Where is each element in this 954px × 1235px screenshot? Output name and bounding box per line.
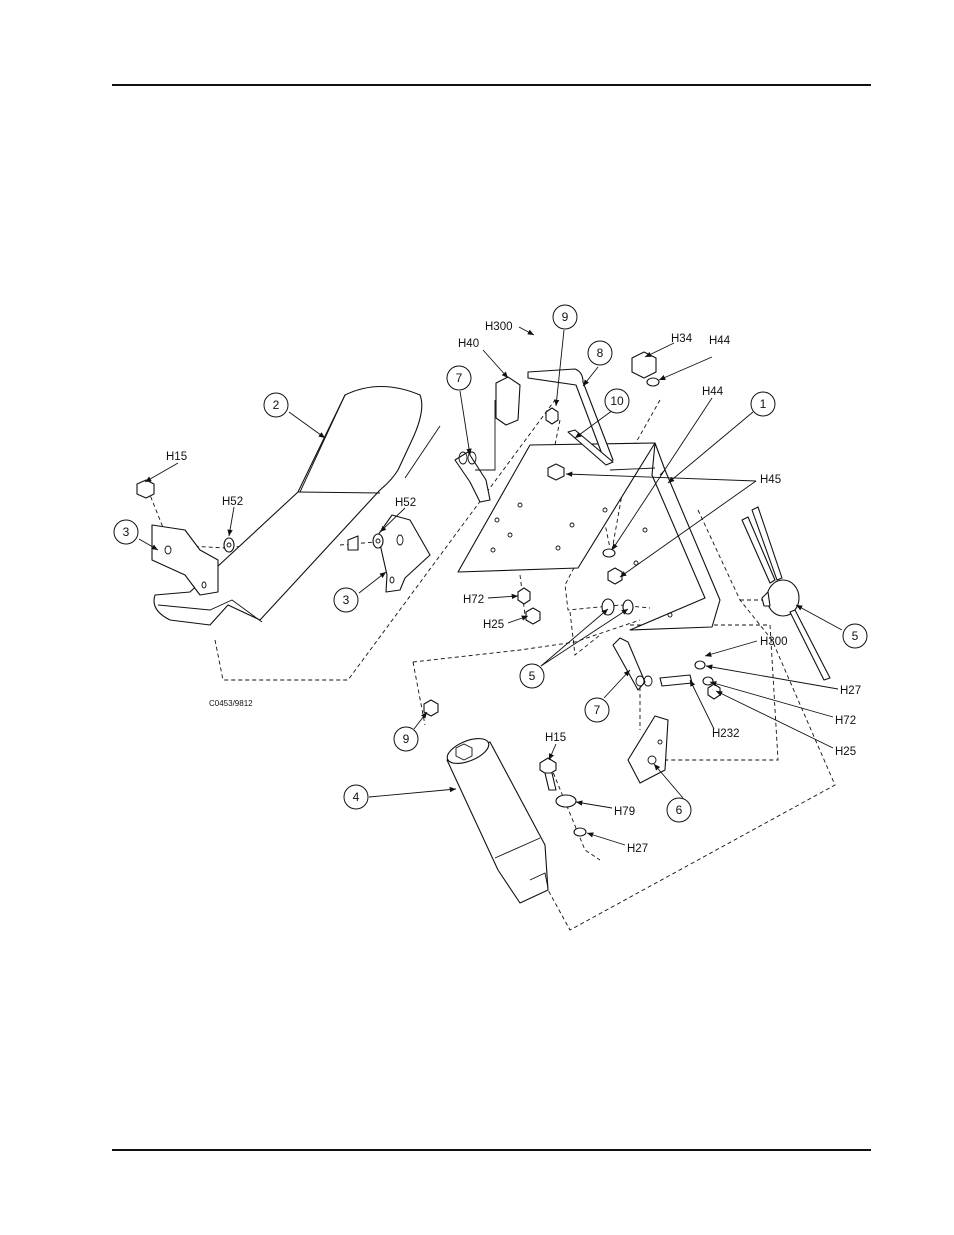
label-h300-right: H300 bbox=[760, 636, 788, 648]
item-number-2: 2 bbox=[273, 398, 280, 412]
switch-part-5 bbox=[741, 506, 831, 681]
item-number-10: 10 bbox=[610, 394, 624, 408]
label-h27-right: H27 bbox=[840, 685, 861, 697]
item-number-3-right: 3 bbox=[343, 593, 350, 607]
item-number-7-lower: 7 bbox=[594, 703, 601, 717]
label-h34: H34 bbox=[671, 333, 693, 345]
label-h72-right: H72 bbox=[835, 715, 856, 727]
label-h72-plate: H72 bbox=[463, 594, 484, 606]
item-number-6: 6 bbox=[676, 803, 683, 817]
label-h79: H79 bbox=[614, 806, 635, 818]
label-h40: H40 bbox=[458, 338, 479, 350]
item-number-3-left: 3 bbox=[123, 525, 130, 539]
label-h52-left: H52 bbox=[222, 496, 243, 508]
rod-part-8 bbox=[527, 368, 614, 466]
label-h44-top: H44 bbox=[709, 335, 731, 347]
item-number-9-upper: 9 bbox=[562, 310, 569, 324]
item-bubbles: 1 2 3 3 4 5 5 6 7 7 8 9 9 10 bbox=[113, 304, 868, 823]
cylinder-part-4 bbox=[446, 738, 549, 904]
label-h300-top: H300 bbox=[485, 321, 513, 333]
item-number-8: 8 bbox=[597, 346, 604, 360]
bracket-left-part-3 bbox=[151, 524, 219, 596]
label-h25-right: H25 bbox=[835, 746, 856, 758]
clevis-upper-part-7 bbox=[404, 376, 521, 503]
main-plate-part-1 bbox=[457, 442, 721, 631]
item-number-4: 4 bbox=[353, 790, 360, 804]
footer-rule bbox=[112, 1149, 871, 1151]
hardware-left-group bbox=[136, 479, 384, 553]
bracket-right-part-3 bbox=[347, 514, 431, 593]
label-h27-lower: H27 bbox=[627, 843, 648, 855]
item-number-5-left: 5 bbox=[529, 669, 536, 683]
item-number-1: 1 bbox=[760, 397, 767, 411]
item-number-5-right: 5 bbox=[852, 629, 859, 643]
foot-pedal-part-2 bbox=[153, 386, 423, 626]
header-rule bbox=[112, 84, 871, 86]
leader-lines bbox=[138, 326, 843, 846]
label-h25-plate: H25 bbox=[483, 619, 504, 631]
item-number-7-upper: 7 bbox=[456, 371, 463, 385]
drawing-code: C0453/9812 bbox=[209, 699, 253, 708]
label-h15-lower: H15 bbox=[545, 732, 566, 744]
label-h44-mid: H44 bbox=[702, 386, 724, 398]
item-number-9-lower: 9 bbox=[403, 732, 410, 746]
label-h15-left: H15 bbox=[166, 451, 187, 463]
label-h52-right: H52 bbox=[395, 497, 416, 509]
label-h232: H232 bbox=[712, 728, 740, 740]
label-h45: H45 bbox=[760, 474, 781, 486]
clevis-lower-part-7 bbox=[612, 637, 721, 700]
hardware-labels: H300 H40 H34 H44 H44 H45 H15 H52 H52 H72… bbox=[166, 321, 861, 855]
hardware-lower-group bbox=[539, 757, 587, 837]
nuts-group bbox=[423, 351, 660, 717]
